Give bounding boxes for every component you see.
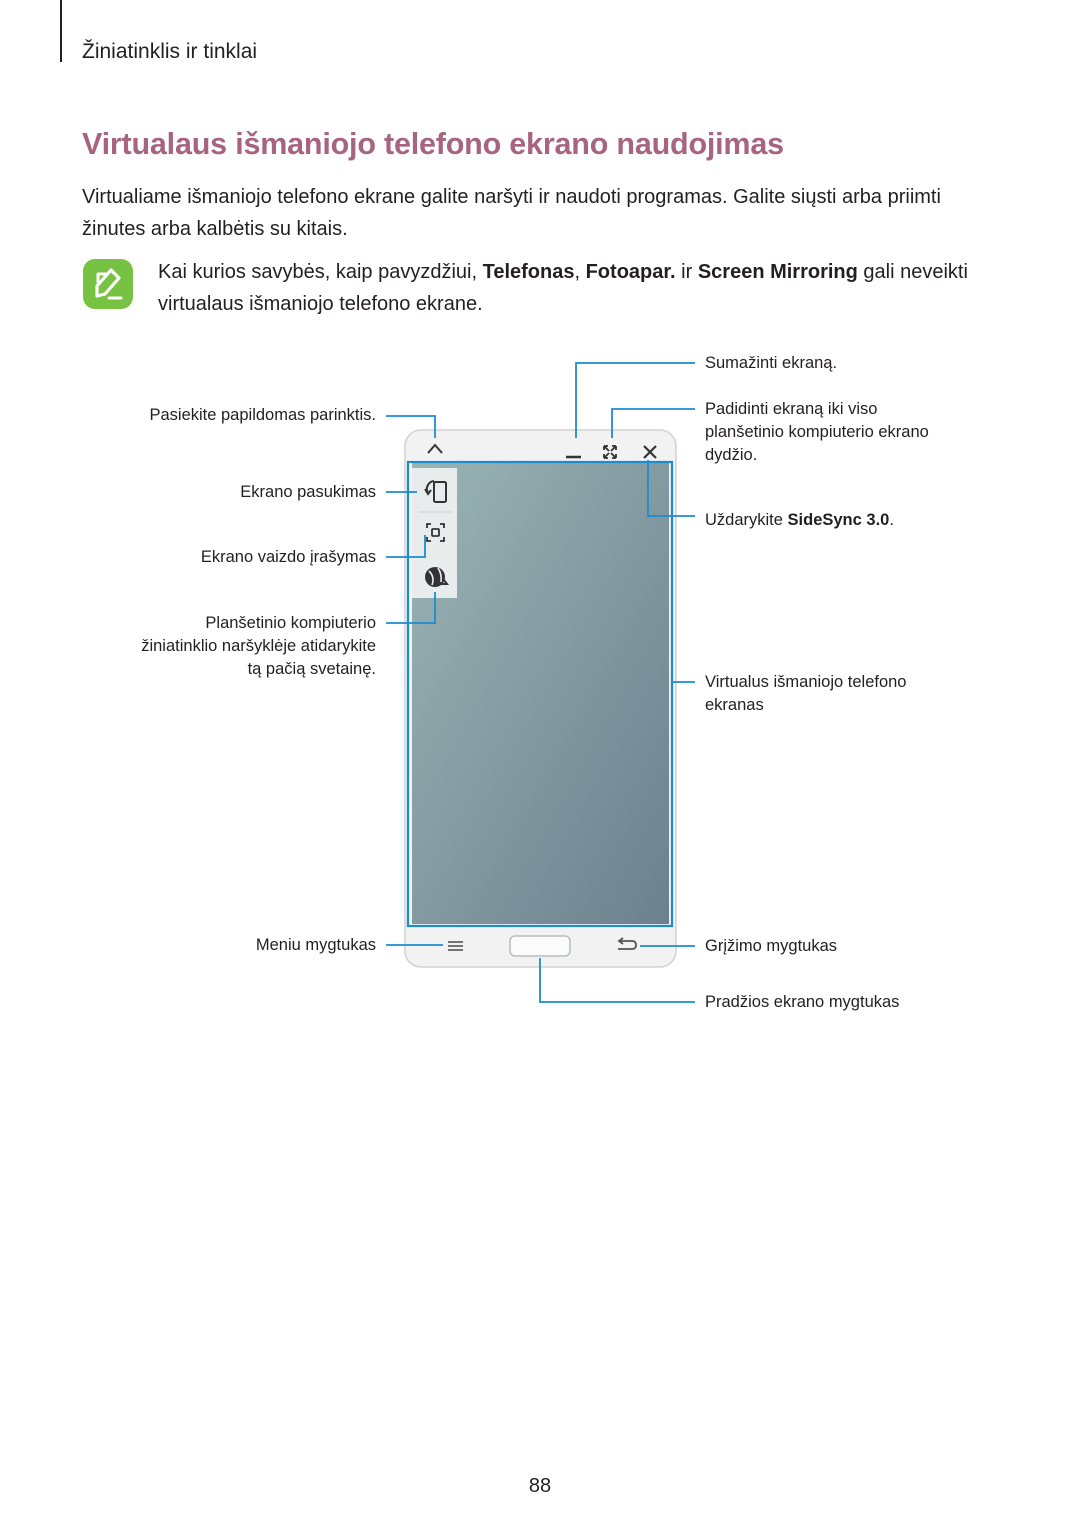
label-minimize: Sumažinti ekraną. bbox=[705, 354, 838, 372]
label-back: Grįžimo mygtukas bbox=[705, 937, 838, 955]
section-rule bbox=[60, 0, 62, 62]
section-title: Žiniatinklis ir tinklai bbox=[82, 40, 258, 63]
note-icon bbox=[83, 259, 133, 309]
label-home: Pradžios ekrano mygtukas bbox=[705, 993, 900, 1011]
back-button-icon bbox=[617, 937, 637, 950]
label-record: Ekrano vaizdo įrašymas bbox=[200, 548, 376, 566]
label-close: Uždarykite SideSync 3.0. bbox=[705, 511, 894, 529]
page-heading: Virtualaus išmaniojo telefono ekrano nau… bbox=[82, 127, 784, 161]
rotate-screen-icon bbox=[424, 480, 447, 503]
label-rotate: Ekrano pasukimas bbox=[240, 483, 376, 501]
home-button bbox=[509, 935, 571, 957]
close-icon bbox=[643, 445, 657, 459]
note-paragraph: Kai kurios savybės, kaip pavyzdžiui, Tel… bbox=[158, 261, 968, 315]
label-more-options: Pasiekite papildomas parinktis. bbox=[149, 406, 376, 424]
page-number: 88 bbox=[528, 1475, 552, 1497]
callout-lines bbox=[386, 362, 695, 1003]
menu-button-icon bbox=[448, 941, 463, 951]
screen-record-icon bbox=[426, 523, 445, 542]
label-browser: Planšetinio kompiuterio žiniatinklio nar… bbox=[141, 614, 376, 678]
label-maximize: Padidinti ekraną iki viso planšetinio ko… bbox=[705, 400, 929, 464]
maximize-icon bbox=[603, 445, 617, 459]
label-menu: Meniu mygtukas bbox=[255, 936, 376, 954]
browser-globe-icon bbox=[425, 567, 449, 587]
label-virtual-screen: Virtualus išmaniojo telefono ekranas bbox=[705, 673, 907, 714]
intro-paragraph: Virtualiame išmaniojo telefono ekrane ga… bbox=[82, 186, 941, 240]
chevron-up-icon bbox=[427, 443, 443, 454]
